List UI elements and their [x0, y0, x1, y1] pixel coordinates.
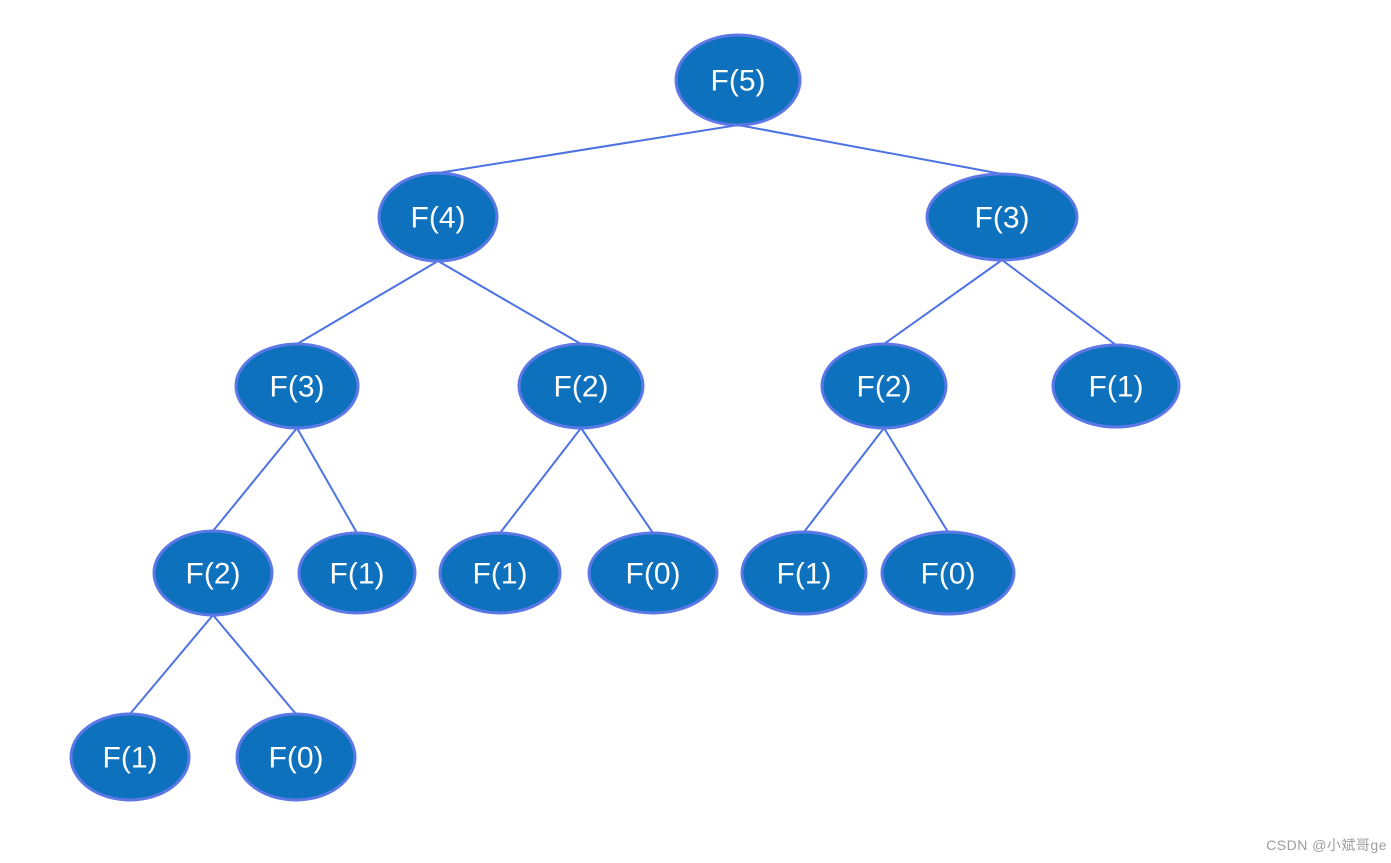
tree-node-f1-l3a: F(1): [297, 531, 417, 615]
tree-edge-f3-r-f1-l2: [1001, 259, 1117, 346]
tree-edge-f3-l2-f1-l3a: [296, 427, 358, 534]
tree-edge-f4-f2-l2a: [437, 260, 582, 345]
tree-node-ellipse-f2-l3: [152, 529, 274, 617]
tree-nodes-group: F(5) F(4) F(3) F(3) F(2) F(2) F(1) F(2) F(1) F(1)…: [69, 33, 1181, 802]
tree-node-label-f1-l3b: F(1): [473, 558, 528, 591]
tree-node-f3-r: F(3): [925, 172, 1079, 262]
tree-edge-f5-f4: [437, 124, 739, 174]
tree-node-f4: F(4): [377, 171, 499, 263]
tree-node-label-f1-l3c: F(1): [777, 558, 832, 591]
tree-node-label-f1-l4: F(1): [103, 742, 158, 775]
tree-node-label-f3-r: F(3): [975, 202, 1030, 235]
tree-node-ellipse-f5: [674, 33, 802, 127]
tree-node-label-f0-l4: F(0): [269, 742, 324, 775]
tree-node-ellipse-f2-l2a: [517, 342, 645, 430]
tree-node-f1-l3b: F(1): [438, 531, 562, 615]
tree-edge-f2-l2b-f0-l3b: [883, 427, 949, 533]
tree-node-ellipse-f3-r: [925, 172, 1079, 262]
tree-node-label-f2-l2b: F(2): [857, 371, 912, 404]
tree-node-f2-l2b: F(2): [820, 342, 948, 430]
tree-node-ellipse-f4: [377, 171, 499, 263]
tree-edge-f3-r-f2-l2b: [883, 259, 1003, 345]
tree-edge-f4-f3-l2: [296, 260, 439, 345]
tree-edge-f2-l2b-f1-l3c: [803, 427, 885, 533]
tree-edge-f2-l2a-f1-l3b: [499, 427, 582, 534]
tree-node-f1-l2: F(1): [1051, 343, 1181, 429]
tree-node-ellipse-f2-l2b: [820, 342, 948, 430]
tree-node-ellipse-f1-l3a: [297, 531, 417, 615]
tree-node-label-f0-l3b: F(0): [921, 558, 976, 591]
tree-node-f0-l3b: F(0): [880, 530, 1016, 616]
tree-node-label-f4: F(4): [411, 202, 466, 235]
tree-node-ellipse-f0-l3a: [587, 531, 719, 615]
tree-node-ellipse-f0-l3b: [880, 530, 1016, 616]
tree-node-ellipse-f0-l4: [235, 712, 357, 802]
tree-node-f2-l3: F(2): [152, 529, 274, 617]
tree-node-label-f5: F(5): [711, 65, 766, 98]
tree-node-f1-l4: F(1): [69, 712, 191, 802]
tree-node-label-f2-l3: F(2): [186, 558, 241, 591]
tree-edge-f2-l2a-f0-l3a: [580, 427, 654, 534]
tree-node-f0-l3a: F(0): [587, 531, 719, 615]
tree-node-f3-l2: F(3): [234, 342, 360, 430]
tree-node-label-f2-l2a: F(2): [554, 371, 609, 404]
tree-node-f1-l3c: F(1): [740, 530, 868, 616]
tree-node-ellipse-f1-l4: [69, 712, 191, 802]
tree-node-f0-l4: F(0): [235, 712, 357, 802]
tree-edge-f5-f3-r: [737, 124, 1003, 175]
tree-node-ellipse-f1-l2: [1051, 343, 1181, 429]
tree-node-f5: F(5): [674, 33, 802, 127]
tree-node-ellipse-f3-l2: [234, 342, 360, 430]
tree-edges-group: [129, 124, 1117, 715]
tree-edge-f3-l2-f2-l3: [212, 427, 298, 532]
tree-node-label-f0-l3a: F(0): [626, 558, 681, 591]
tree-node-f2-l2a: F(2): [517, 342, 645, 430]
watermark: CSDN @小斌哥ge: [1266, 837, 1387, 853]
tree-node-ellipse-f1-l3c: [740, 530, 868, 616]
tree-node-label-f1-l3a: F(1): [330, 558, 385, 591]
tree-edge-f2-l3-f1-l4: [129, 614, 214, 715]
tree-node-label-f3-l2: F(3): [270, 371, 325, 404]
tree-node-label-f1-l2: F(1): [1089, 371, 1144, 404]
tree-edge-f2-l3-f0-l4: [212, 614, 297, 715]
tree-node-ellipse-f1-l3b: [438, 531, 562, 615]
